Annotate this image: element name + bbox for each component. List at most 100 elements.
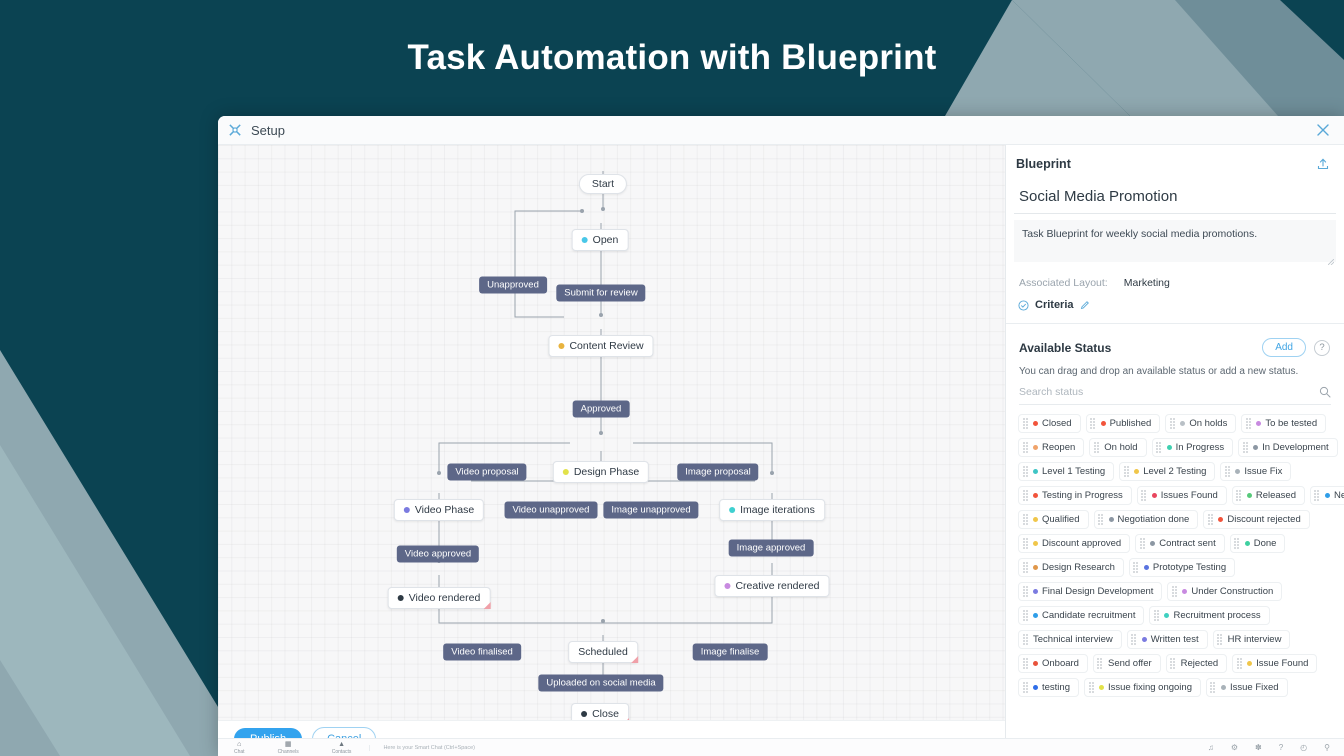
blueprint-name-input[interactable] bbox=[1014, 181, 1336, 214]
status-chip[interactable]: Technical interview bbox=[1018, 630, 1122, 649]
add-status-button[interactable]: Add bbox=[1262, 338, 1306, 357]
status-chip[interactable]: Discount rejected bbox=[1203, 510, 1310, 529]
drag-handle-icon[interactable] bbox=[1022, 538, 1028, 549]
status-chip[interactable]: Written test bbox=[1126, 630, 1208, 649]
drag-handle-icon[interactable] bbox=[1022, 586, 1028, 597]
drag-handle-icon[interactable] bbox=[1022, 610, 1028, 621]
help-icon[interactable]: ? bbox=[1314, 339, 1330, 356]
drag-handle-icon[interactable] bbox=[1022, 682, 1028, 693]
flow-node-design-phase[interactable]: Design Phase bbox=[552, 461, 650, 483]
no-sound-icon[interactable]: ♫ bbox=[1207, 743, 1214, 752]
status-chip[interactable]: Rejected bbox=[1165, 654, 1228, 673]
drag-handle-icon[interactable] bbox=[1314, 490, 1320, 501]
transition-label[interactable]: Submit for review bbox=[556, 284, 646, 302]
drag-handle-icon[interactable] bbox=[1169, 418, 1175, 429]
status-chip[interactable]: On holds bbox=[1165, 414, 1237, 433]
os-bar-item-contact[interactable]: ▲Contacts bbox=[332, 741, 352, 755]
drag-handle-icon[interactable] bbox=[1022, 418, 1028, 429]
flow-node-start[interactable]: Start bbox=[578, 174, 628, 194]
status-chip[interactable]: Closed bbox=[1018, 414, 1081, 433]
flow-node-video-phase[interactable]: Video Phase bbox=[393, 499, 485, 521]
search-status-input[interactable] bbox=[1019, 386, 1319, 398]
transition-label[interactable]: Uploaded on social media bbox=[538, 674, 664, 692]
flow-canvas[interactable]: SoftwareSuggest.com bbox=[218, 145, 1005, 720]
drag-handle-icon[interactable] bbox=[1236, 490, 1242, 501]
flow-node-video-rendered[interactable]: Video rendered bbox=[387, 587, 491, 609]
drag-handle-icon[interactable] bbox=[1022, 658, 1028, 669]
drag-handle-icon[interactable] bbox=[1022, 562, 1028, 573]
drag-handle-icon[interactable] bbox=[1139, 538, 1145, 549]
flow-node-close[interactable]: Close bbox=[571, 703, 629, 720]
status-chip[interactable]: Issue Found bbox=[1232, 654, 1318, 673]
status-chip[interactable]: Level 1 Testing bbox=[1018, 462, 1115, 481]
status-chip[interactable]: Released bbox=[1231, 486, 1305, 505]
upload-icon[interactable] bbox=[1316, 157, 1330, 171]
status-chip[interactable]: testing bbox=[1018, 678, 1079, 697]
transition-label[interactable]: Image approved bbox=[728, 539, 814, 557]
drag-handle-icon[interactable] bbox=[1171, 586, 1177, 597]
drag-handle-icon[interactable] bbox=[1224, 466, 1230, 477]
status-chip[interactable]: Issues Found bbox=[1136, 486, 1227, 505]
drag-handle-icon[interactable] bbox=[1207, 514, 1213, 525]
status-chip[interactable]: Issue fixing ongoing bbox=[1084, 678, 1201, 697]
drag-handle-icon[interactable] bbox=[1156, 442, 1162, 453]
status-chip[interactable]: Issue Fixed bbox=[1205, 678, 1288, 697]
status-chip[interactable]: HR interview bbox=[1212, 630, 1291, 649]
resize-handle-icon[interactable] bbox=[1328, 259, 1334, 265]
drag-handle-icon[interactable] bbox=[1131, 634, 1137, 645]
drag-handle-icon[interactable] bbox=[1236, 658, 1242, 669]
status-chip[interactable]: Negotiation done bbox=[1093, 510, 1199, 529]
pencil-icon[interactable] bbox=[1080, 300, 1090, 310]
drag-handle-icon[interactable] bbox=[1088, 682, 1094, 693]
drag-handle-icon[interactable] bbox=[1217, 634, 1223, 645]
drag-handle-icon[interactable] bbox=[1234, 538, 1240, 549]
drag-handle-icon[interactable] bbox=[1210, 682, 1216, 693]
status-chip[interactable]: Testing in Progress bbox=[1018, 486, 1132, 505]
drag-handle-icon[interactable] bbox=[1245, 418, 1251, 429]
os-bar-item-home[interactable]: ⌂Chat bbox=[234, 741, 245, 755]
status-chip[interactable]: Qualified bbox=[1018, 510, 1089, 529]
drag-handle-icon[interactable] bbox=[1022, 490, 1028, 501]
drag-handle-icon[interactable] bbox=[1022, 514, 1028, 525]
bulb-icon[interactable]: ✽ bbox=[1255, 743, 1262, 752]
drag-handle-icon[interactable] bbox=[1022, 466, 1028, 477]
status-chip[interactable]: In Development bbox=[1238, 438, 1338, 457]
status-chip[interactable]: Final Design Development bbox=[1018, 582, 1163, 601]
smart-chat-input[interactable]: Here is your Smart Chat (Ctrl+Space) bbox=[369, 744, 1207, 751]
status-chip[interactable]: Published bbox=[1085, 414, 1161, 433]
transition-label[interactable]: Approved bbox=[572, 400, 630, 418]
status-chip[interactable]: To be tested bbox=[1241, 414, 1327, 433]
status-chip[interactable]: Send offer bbox=[1092, 654, 1161, 673]
drag-handle-icon[interactable] bbox=[1123, 466, 1129, 477]
flow-node-content-review[interactable]: Content Review bbox=[548, 335, 654, 357]
transition-label[interactable]: Image proposal bbox=[677, 463, 759, 481]
drag-handle-icon[interactable] bbox=[1153, 610, 1159, 621]
search-icon[interactable] bbox=[1319, 386, 1331, 398]
status-chip[interactable]: Issue Fix bbox=[1220, 462, 1292, 481]
status-chip[interactable]: Reopen bbox=[1018, 438, 1085, 457]
flow-node-scheduled[interactable]: Scheduled bbox=[568, 641, 638, 663]
drag-handle-icon[interactable] bbox=[1170, 658, 1176, 669]
notification-icon[interactable]: ⚙ bbox=[1230, 743, 1238, 752]
status-chip[interactable]: New bbox=[1309, 486, 1344, 505]
close-icon[interactable] bbox=[1314, 121, 1332, 139]
drag-handle-icon[interactable] bbox=[1133, 562, 1139, 573]
blueprint-description-input[interactable] bbox=[1014, 220, 1336, 262]
flow-node-image-iterations[interactable]: Image iterations bbox=[719, 499, 825, 521]
transition-label[interactable]: Video approved bbox=[396, 545, 480, 563]
drag-handle-icon[interactable] bbox=[1097, 658, 1103, 669]
drag-handle-icon[interactable] bbox=[1141, 490, 1147, 501]
status-chip[interactable]: Discount approved bbox=[1018, 534, 1131, 553]
drag-handle-icon[interactable] bbox=[1090, 418, 1096, 429]
help-icon[interactable]: ? bbox=[1278, 743, 1284, 752]
transition-label[interactable]: Image finalise bbox=[692, 643, 768, 661]
panel-scroll[interactable]: Blueprint Associated Layout: bbox=[1006, 145, 1344, 756]
status-chip[interactable]: Recruitment process bbox=[1149, 606, 1270, 625]
transition-label[interactable]: Image unapproved bbox=[603, 501, 699, 519]
status-chip[interactable]: Prototype Testing bbox=[1128, 558, 1236, 577]
drag-handle-icon[interactable] bbox=[1022, 442, 1028, 453]
drag-handle-icon[interactable] bbox=[1093, 442, 1099, 453]
transition-label[interactable]: Video unapproved bbox=[504, 501, 598, 519]
status-chip[interactable]: Design Research bbox=[1018, 558, 1124, 577]
flow-node-creative-rendered[interactable]: Creative rendered bbox=[714, 575, 830, 597]
